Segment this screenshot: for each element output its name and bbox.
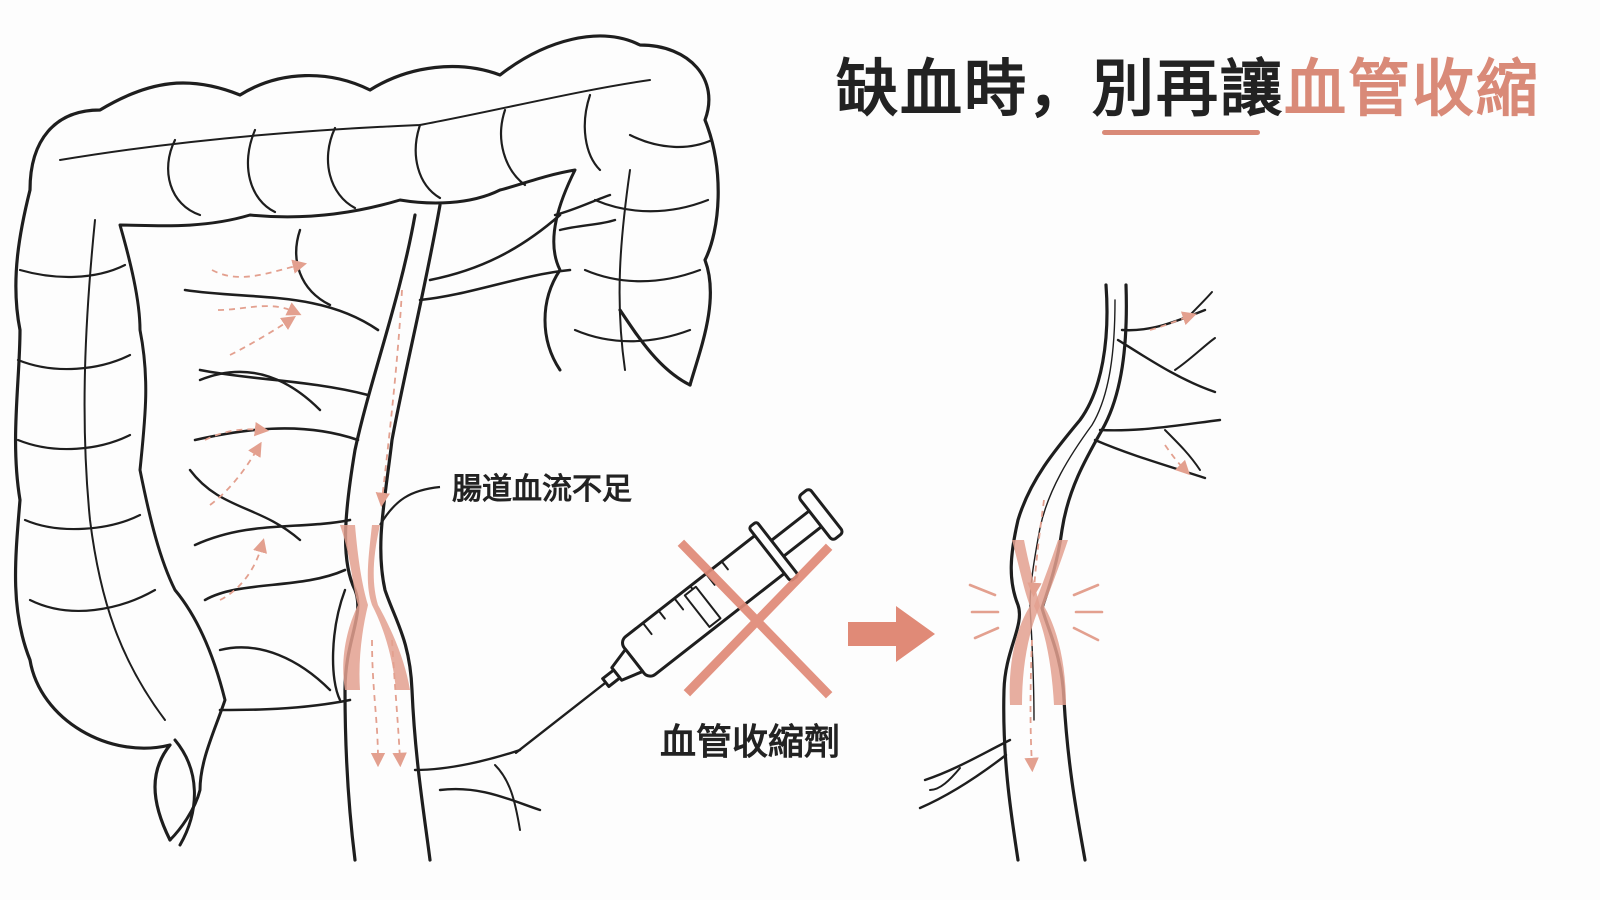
- insufficient-flow-label: 腸道血流不足: [452, 472, 632, 507]
- title-accent: 血管收縮: [1284, 52, 1541, 125]
- x-mark-icon: [677, 539, 833, 699]
- constricted-vessel-illustration: [918, 283, 1222, 862]
- mesenteric-vessels: [183, 193, 617, 862]
- right-flow-arrows: [1024, 311, 1197, 773]
- page-title: 缺血時，別再讓血管收縮: [836, 38, 1540, 128]
- right-arrow-icon: [848, 606, 935, 662]
- flow-arrows: [204, 259, 407, 768]
- spasm-marks: [968, 583, 1104, 642]
- flow-label-leader: [379, 485, 441, 526]
- right-constriction-highlight: [1009, 540, 1068, 705]
- vasoconstrictor-label: 血管收縮劑: [660, 722, 841, 763]
- colon-illustration: [13, 34, 720, 847]
- constriction-highlight: [340, 525, 410, 690]
- colon-outer-outline: [13, 34, 720, 842]
- title-underline: [1102, 130, 1260, 135]
- syringe-icon: [514, 488, 844, 754]
- title-prefix: 缺血時，別再讓: [836, 52, 1285, 125]
- colon-inner-outline: [118, 168, 577, 842]
